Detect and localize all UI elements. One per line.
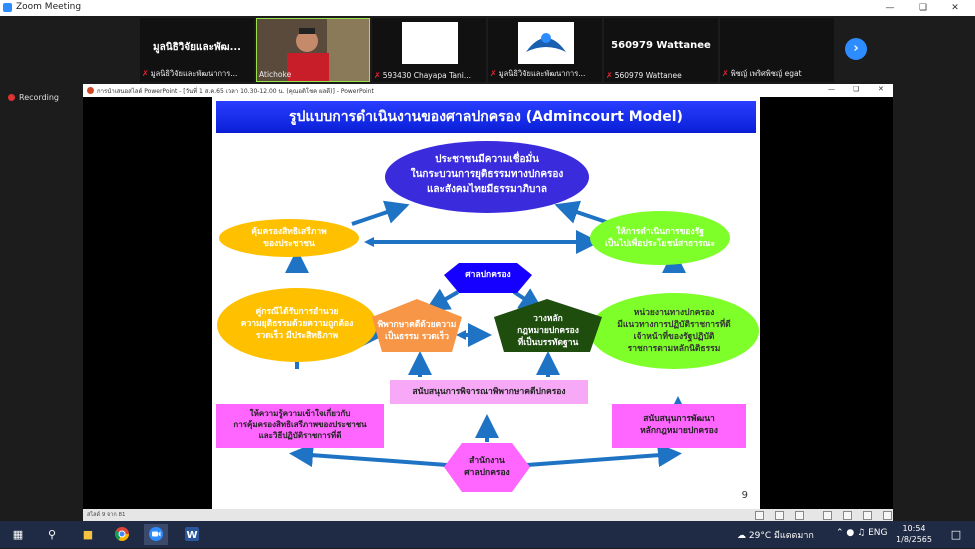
- participant-label: Atichoke: [259, 70, 292, 79]
- node-principle-pentagon: [494, 299, 602, 352]
- play-icon[interactable]: [775, 511, 784, 520]
- mic-muted-icon: ✗: [374, 71, 381, 80]
- normal-view-icon[interactable]: [823, 511, 832, 520]
- participant-label: ✗พิชญ์ เพริศพิชญ์ egat: [722, 69, 802, 78]
- slide-header: รูปแบบการดำเนินงานของศาลปกครอง (Admincou…: [216, 101, 756, 133]
- next-slide-icon[interactable]: [795, 511, 804, 520]
- file-explorer-icon[interactable]: ■: [82, 528, 94, 541]
- node-top-text: ประชาชนมีความเชื่อมั่นในกระบวนการยุติธรร…: [410, 154, 564, 195]
- ppt-minimize-button[interactable]: —: [828, 85, 835, 93]
- arrow: [526, 443, 682, 468]
- slide-sorter-icon[interactable]: [843, 511, 852, 520]
- ppt-statusbar: สไลด์ 9 จาก 81: [83, 509, 893, 521]
- recording-dot-icon: [8, 94, 15, 101]
- node-support-trial-rect: [390, 380, 588, 404]
- recording-indicator: Recording: [8, 93, 59, 102]
- slide-number: 9: [741, 490, 748, 501]
- powerpoint-icon: [87, 87, 94, 94]
- participant-blank-video: [402, 22, 458, 64]
- participant-display-name: 560979 Wattanee: [611, 40, 711, 51]
- participant-display-name: มูลนิธิวิจัยและพัฒ...: [153, 42, 241, 53]
- taskbar-clock[interactable]: 10:54 1/8/2565: [896, 524, 932, 544]
- node-parties-ellipse: [217, 288, 377, 362]
- speaker-icon: ♫: [857, 528, 866, 538]
- slideshow-icon[interactable]: [883, 511, 892, 520]
- zoom-logo-icon: [3, 3, 12, 12]
- minimize-button[interactable]: —: [885, 3, 895, 13]
- prev-slide-icon[interactable]: [755, 511, 764, 520]
- node-agency-text: หน่วยงานทางปกครองมีแนวทางการปฏิบัติราชกา…: [617, 308, 731, 354]
- language-indicator: ENG: [868, 528, 888, 538]
- participant-label: ✗560979 Wattanee: [606, 71, 682, 80]
- participant-video: [257, 19, 369, 81]
- node-court-hexagon: [444, 263, 532, 293]
- slide-counter: สไลด์ 9 จาก 81: [87, 512, 126, 518]
- chrome-icon[interactable]: [110, 524, 134, 545]
- zoom-titlebar: Zoom Meeting — ❏ ✕: [0, 0, 975, 16]
- node-top-ellipse: [385, 141, 589, 213]
- mic-muted-icon: ✗: [490, 69, 497, 78]
- admincourt-diagram: [216, 141, 759, 492]
- node-judge-text: พิพากษาคดีด้วยความเป็นธรรม รวดเร็ว: [377, 320, 457, 342]
- word-icon[interactable]: W: [180, 524, 204, 545]
- svg-text:W: W: [186, 530, 197, 541]
- participant-label: ✗มูลนิธิวิจัยและพัฒนาการ...: [490, 69, 586, 78]
- ppt-close-button[interactable]: ✕: [878, 85, 884, 93]
- node-protect-ellipse: [219, 219, 359, 257]
- participant-tile[interactable]: ✗593430 Chayapa Tani...: [372, 18, 486, 82]
- node-agency-ellipse: [589, 293, 759, 369]
- node-office-hexagon: [444, 443, 530, 492]
- node-knowledge-rect: [216, 404, 384, 448]
- node-develop-text: สนับสนุนการพัฒนาหลักกฎหมายปกครอง: [640, 414, 718, 436]
- node-protect-text: คุ้มครองสิทธิเสรีภาพของประชาชน: [251, 227, 327, 249]
- reading-view-icon[interactable]: [863, 511, 872, 520]
- mic-muted-icon: ✗: [606, 71, 613, 80]
- chevron-up-icon: ⌃: [836, 528, 844, 538]
- arrow: [425, 288, 459, 311]
- participant-tile[interactable]: มูลนิธิวิจัยและพัฒ... ✗มูลนิธิวิจัยและพั…: [140, 18, 254, 82]
- arrow: [351, 200, 410, 226]
- system-tray[interactable]: ⌃ ● ♫ ENG: [836, 528, 888, 538]
- windows-taskbar: ▦ ⚲ ■ W ☁ 29°C มีแดดมาก ⌃ ● ♫ ENG 10:54 …: [0, 521, 975, 548]
- arrow: [289, 443, 448, 468]
- ppt-maximize-button[interactable]: ❏: [853, 85, 860, 93]
- node-develop-rect: [612, 404, 746, 448]
- node-support-trial-text: สนับสนุนการพิจารณาพิพากษาคดีปกครอง: [412, 387, 566, 397]
- mic-muted-icon: ✗: [142, 69, 149, 78]
- ppt-window-title: การนำเสนอสไลด์ PowerPoint - [วันที่ 1 ส.…: [97, 88, 374, 95]
- participant-tile-active-speaker[interactable]: Atichoke: [256, 18, 370, 82]
- maximize-button[interactable]: ❏: [918, 3, 928, 13]
- participant-tile[interactable]: ✗พิชญ์ เพริศพิชญ์ egat: [720, 18, 834, 82]
- participant-tile[interactable]: 560979 Wattanee ✗560979 Wattanee: [604, 18, 718, 82]
- node-principle-text: วางหลักกฎหมายปกครองที่เป็นบรรทัดฐาน: [517, 314, 579, 348]
- zoom-app-icon[interactable]: [144, 524, 168, 545]
- search-icon[interactable]: ⚲: [47, 528, 57, 541]
- node-parties-text: คู่กรณีได้รับการอำนวยความยุติธรรมด้วยควา…: [240, 307, 354, 341]
- cloud-icon: ☁: [737, 531, 746, 541]
- close-button[interactable]: ✕: [951, 3, 959, 13]
- node-knowledge-text: ให้ความรู้ความเข้าใจเกี่ยวกับการคุ้มครอง…: [233, 409, 367, 440]
- ppt-titlebar: การนำเสนอสไลด์ PowerPoint - [วันที่ 1 ส.…: [83, 84, 893, 97]
- node-judge-pentagon: [372, 299, 462, 352]
- participant-strip: มูลนิธิวิจัยและพัฒ... ✗มูลนิธิวิจัยและพั…: [0, 16, 975, 86]
- windows-start-icon[interactable]: ▦: [12, 528, 24, 541]
- mic-muted-icon: ✗: [722, 69, 729, 78]
- node-public-ellipse: [590, 211, 730, 265]
- notification-icon[interactable]: □: [950, 528, 962, 541]
- participant-tile[interactable]: ✗มูลนิธิวิจัยและพัฒนาการ...: [488, 18, 602, 82]
- foundation-logo-icon: [518, 22, 574, 64]
- slide: รูปแบบการดำเนินงานของศาลปกครอง (Admincou…: [212, 97, 760, 509]
- node-public-text: ให้การดำเนินการของรัฐเป็นไปเพื่อประโยชน์…: [605, 227, 715, 249]
- participant-label: ✗มูลนิธิวิจัยและพัฒนาการ...: [142, 69, 238, 78]
- mic-icon: ●: [846, 528, 855, 538]
- window-title: Zoom Meeting: [16, 2, 82, 12]
- participant-label: ✗593430 Chayapa Tani...: [374, 71, 472, 80]
- next-page-arrow-icon[interactable]: ›: [845, 38, 867, 60]
- node-office-text: สำนักงานศาลปกครอง: [464, 456, 510, 478]
- arrow: [554, 200, 613, 226]
- node-court-text: ศาลปกครอง: [465, 270, 511, 280]
- weather-widget[interactable]: ☁ 29°C มีแดดมาก: [737, 531, 814, 541]
